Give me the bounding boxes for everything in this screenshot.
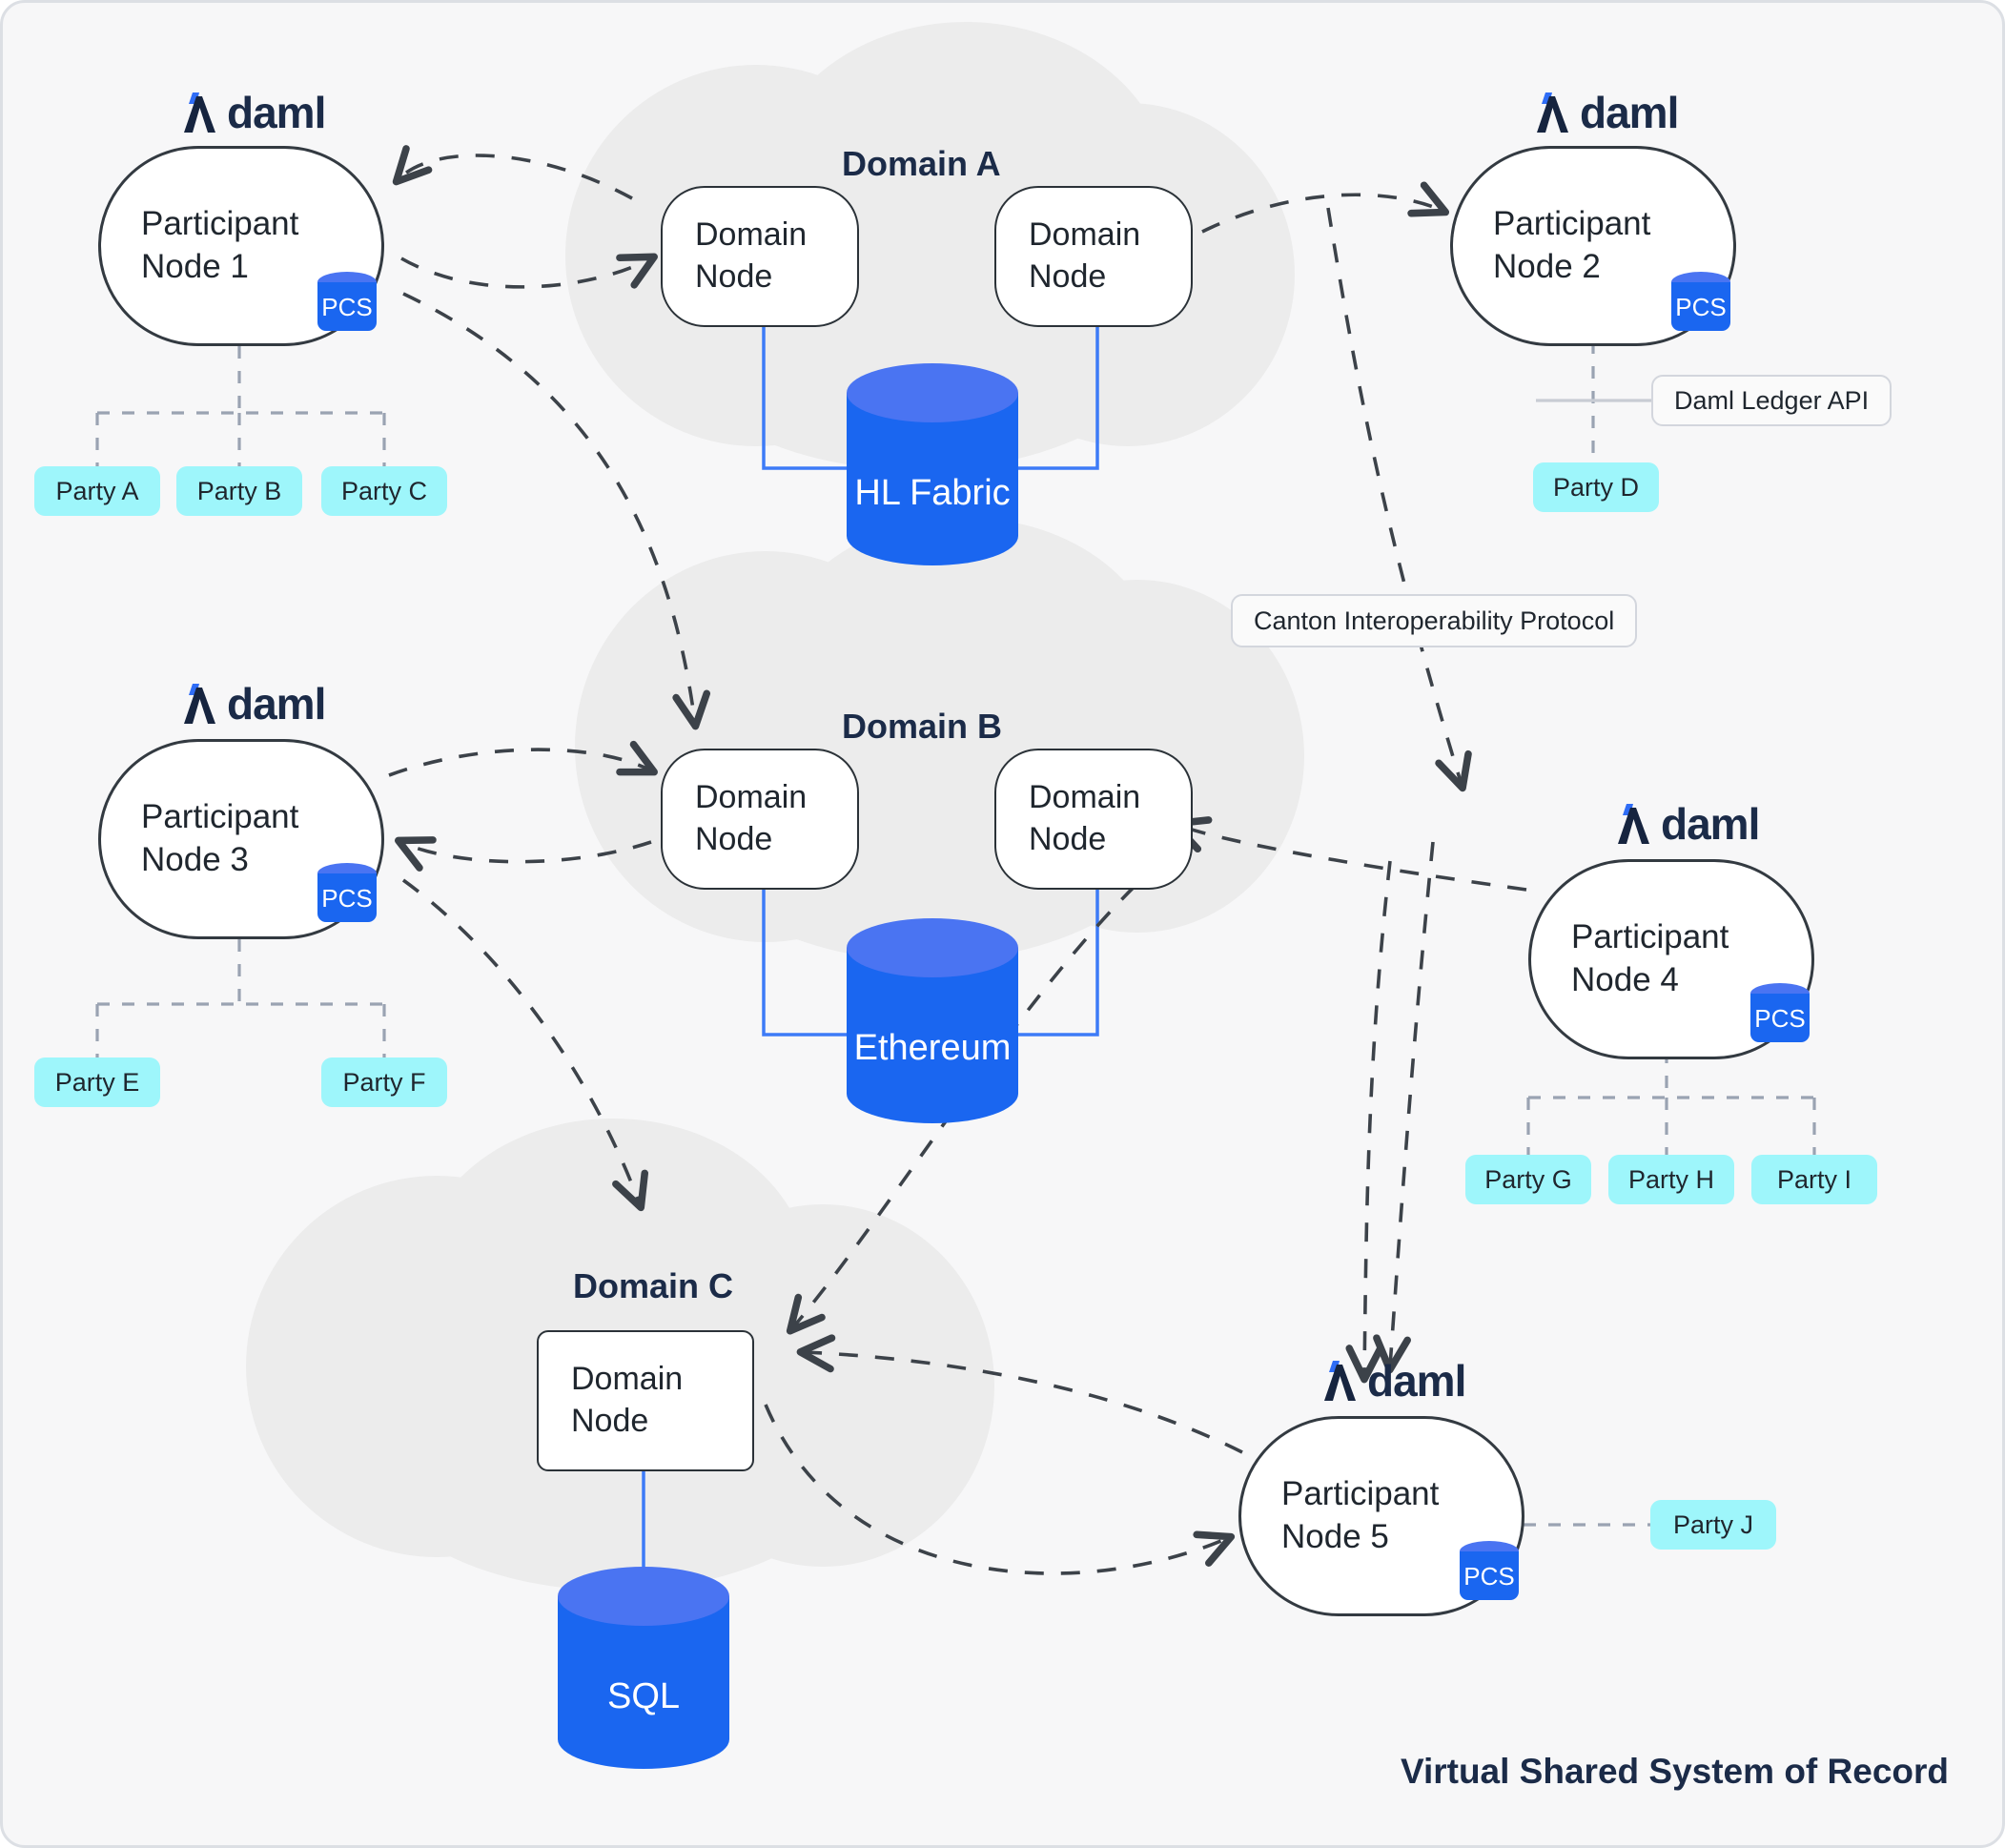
cylinder-top: [558, 1567, 729, 1626]
party-chip[interactable]: Party E: [34, 1057, 160, 1107]
ledger-label: Ethereum: [853, 1028, 1012, 1068]
cylinder-top: [847, 918, 1018, 977]
domain-b-node-1-label: Domain Node: [695, 779, 808, 857]
daml-wordmark: daml: [1580, 88, 1679, 137]
pcs-cylinder-body: [1671, 282, 1730, 331]
daml-wordmark: daml: [1661, 799, 1760, 849]
party-links-pn1: [95, 346, 386, 466]
participant-node-2-label: Participant Node 2: [1493, 205, 1651, 285]
pcs-badge-pn1: PCS: [317, 272, 377, 331]
domain-b-node-1[interactable]: Domain Node: [661, 749, 859, 890]
party-chip[interactable]: Party F: [321, 1057, 447, 1107]
party-chip[interactable]: Party A: [34, 466, 160, 516]
ledger-wires-b: [762, 818, 1099, 1037]
daml-wordmark: daml: [1367, 1356, 1466, 1406]
domain-b-title: Domain B: [842, 707, 1003, 746]
daml-logo-pn1: daml: [180, 88, 326, 137]
daml-logo-pn2: daml: [1533, 88, 1679, 137]
ledger-cylinder-sql: SQL: [558, 1567, 729, 1769]
domain-c-node-1[interactable]: Domain Node: [537, 1330, 754, 1471]
pcs-label: PCS: [1754, 1004, 1806, 1033]
canton-protocol-annotation: Canton Interoperability Protocol: [1231, 594, 1638, 647]
participant-node-2[interactable]: Participant Node 2: [1450, 146, 1736, 346]
ledger-wires-a: [762, 260, 1099, 470]
pcs-label: PCS: [1675, 293, 1727, 321]
participant-node-5-label: Participant Node 5: [1281, 1475, 1440, 1555]
pcs-badge-pn4: PCS: [1750, 983, 1810, 1042]
pcs-cylinder-body: [1460, 1551, 1519, 1600]
domain-a-title: Domain A: [842, 144, 1001, 183]
domain-a-node-2-label: Domain Node: [1029, 216, 1141, 295]
participant-node-1-label: Participant Node 1: [141, 205, 299, 285]
party-chip[interactable]: Party H: [1608, 1155, 1734, 1204]
pcs-badge-pn5: PCS: [1460, 1541, 1519, 1600]
ledger-api-annotation: Daml Ledger API: [1651, 375, 1892, 426]
ledger-label: HL Fabric: [854, 473, 1011, 513]
domain-b-node-2[interactable]: Domain Node: [994, 749, 1193, 890]
pcs-cylinder-body: [1750, 994, 1810, 1042]
daml-lambda-icon: [1320, 1359, 1359, 1403]
domain-a-node-1-label: Domain Node: [695, 216, 808, 295]
pcs-cylinder-body: [317, 873, 377, 922]
daml-lambda-icon: [1533, 91, 1571, 134]
pcs-label: PCS: [321, 884, 373, 913]
daml-wordmark: daml: [227, 88, 326, 137]
pcs-badge-pn3: PCS: [317, 863, 377, 922]
ledger-cylinder-hl-fabric: HL Fabric: [847, 363, 1018, 565]
pcs-label: PCS: [321, 293, 373, 321]
domain-a-node-2[interactable]: Domain Node: [994, 186, 1193, 327]
party-chip[interactable]: Party B: [176, 466, 302, 516]
pcs-cylinder-body: [317, 282, 377, 331]
daml-logo-pn5: daml: [1320, 1356, 1466, 1406]
cylinder-top: [847, 363, 1018, 422]
daml-lambda-icon: [1614, 802, 1652, 846]
party-chip[interactable]: Party G: [1465, 1155, 1591, 1204]
diagram-caption: Virtual Shared System of Record: [1400, 1752, 1949, 1791]
participant-node-4-label: Participant Node 4: [1571, 918, 1729, 998]
party-chip[interactable]: Party I: [1751, 1155, 1877, 1204]
daml-logo-pn3: daml: [180, 679, 326, 729]
party-chip[interactable]: Party J: [1650, 1500, 1776, 1550]
domain-b-node-2-label: Domain Node: [1029, 779, 1141, 857]
domain-a-node-1[interactable]: Domain Node: [661, 186, 859, 327]
party-links-pn3: [95, 939, 386, 1057]
daml-lambda-icon: [180, 91, 218, 134]
domain-c-node-1-label: Domain Node: [571, 1361, 684, 1439]
daml-wordmark: daml: [227, 679, 326, 729]
party-chip[interactable]: Party C: [321, 466, 447, 516]
domain-c-title: Domain C: [573, 1266, 734, 1305]
daml-lambda-icon: [180, 682, 218, 726]
daml-logo-pn4: daml: [1614, 799, 1760, 849]
pcs-badge-pn2: PCS: [1671, 272, 1730, 331]
participant-node-3-label: Participant Node 3: [141, 798, 299, 878]
ledger-label: SQL: [606, 1676, 681, 1716]
party-chip[interactable]: Party D: [1533, 462, 1659, 512]
pcs-label: PCS: [1463, 1562, 1515, 1591]
ledger-cylinder-ethereum: Ethereum: [847, 918, 1018, 1123]
